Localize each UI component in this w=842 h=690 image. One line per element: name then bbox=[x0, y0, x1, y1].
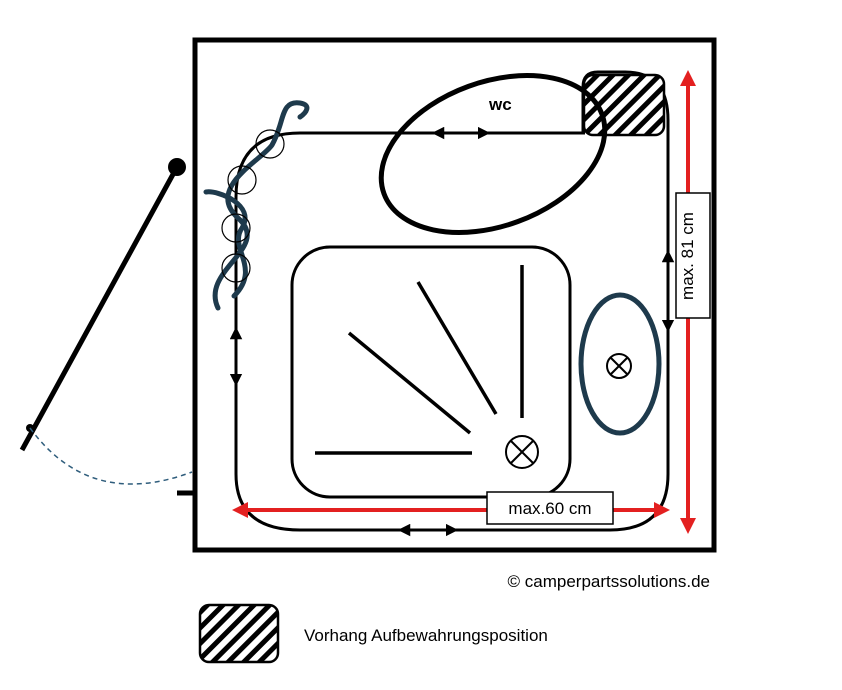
door-swing-arc bbox=[29, 427, 193, 485]
curtain-ring bbox=[221, 213, 251, 243]
room-frame bbox=[192, 37, 717, 553]
washbasin bbox=[578, 292, 662, 436]
shower-curtain bbox=[203, 100, 310, 311]
shower-tray bbox=[290, 245, 572, 499]
tray-groove-2 bbox=[347, 331, 472, 435]
curtain-ring bbox=[221, 253, 251, 283]
tray-groove-3 bbox=[416, 281, 498, 415]
door-hinge bbox=[168, 158, 186, 176]
copyright-text: © camperpartssolutions.de bbox=[508, 572, 710, 591]
width-label-box bbox=[486, 491, 614, 525]
legend-hatched-swatch bbox=[198, 603, 280, 664]
legend-label: Vorhang Aufbewahrungsposition bbox=[304, 626, 548, 645]
curtain-ring bbox=[255, 129, 285, 159]
curtain-ring bbox=[227, 165, 257, 195]
wc-outline bbox=[378, 73, 608, 235]
ceiling-light-icon bbox=[606, 353, 632, 379]
depth-label-box bbox=[675, 192, 711, 319]
door-panel bbox=[19, 165, 180, 452]
wc-label: wc bbox=[488, 95, 512, 114]
drain-icon bbox=[505, 435, 539, 469]
width-dimension-label: max.60 cm bbox=[508, 499, 591, 518]
depth-dimension-label: max. 81 cm bbox=[678, 212, 697, 300]
